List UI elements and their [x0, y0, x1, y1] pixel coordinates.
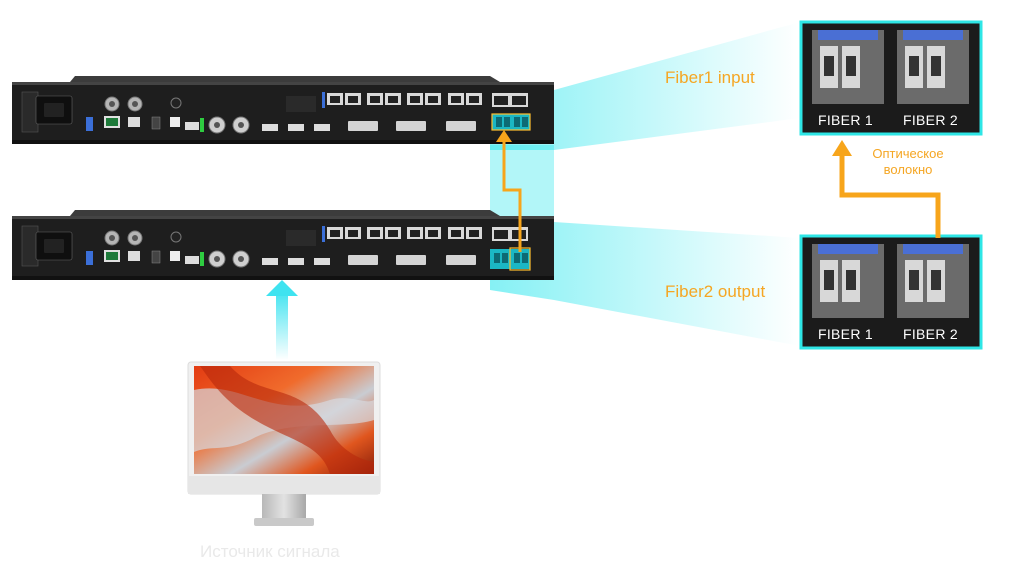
- highlight-beam-bottom: [490, 222, 800, 346]
- signal-beam: [276, 290, 288, 360]
- signal-arrow-icon: [266, 280, 298, 296]
- fiber2-output-label: Fiber2 output: [665, 282, 766, 301]
- controller-device-top: [12, 76, 554, 144]
- controller-device-bottom: [12, 210, 554, 280]
- cable-arrow-panel: [832, 140, 852, 156]
- fiber1-input-label: Fiber1 input: [665, 68, 755, 87]
- fiber-port-label-2-top: FIBER 2: [903, 112, 959, 128]
- fiber-port-label-1-top: FIBER 1: [818, 112, 874, 128]
- fiber-panel-bottom: [799, 234, 983, 350]
- cable-arrow-top-device: [496, 130, 512, 142]
- fiber-cable-between-devices: [502, 140, 522, 252]
- cable-shaft: [490, 145, 554, 225]
- fiber-cable-between-panels: [839, 152, 941, 238]
- fiber-port-label-2-bottom: FIBER 2: [903, 326, 959, 342]
- signal-source-label: Источник сигнала: [200, 542, 340, 561]
- fiber-port-label-1-bottom: FIBER 1: [818, 326, 874, 342]
- optical-fiber-label: Оптическое волокно: [872, 146, 944, 177]
- desktop-monitor-icon: [187, 361, 381, 526]
- fiber-panel-top: [799, 20, 983, 136]
- highlight-beam-top: [490, 22, 800, 150]
